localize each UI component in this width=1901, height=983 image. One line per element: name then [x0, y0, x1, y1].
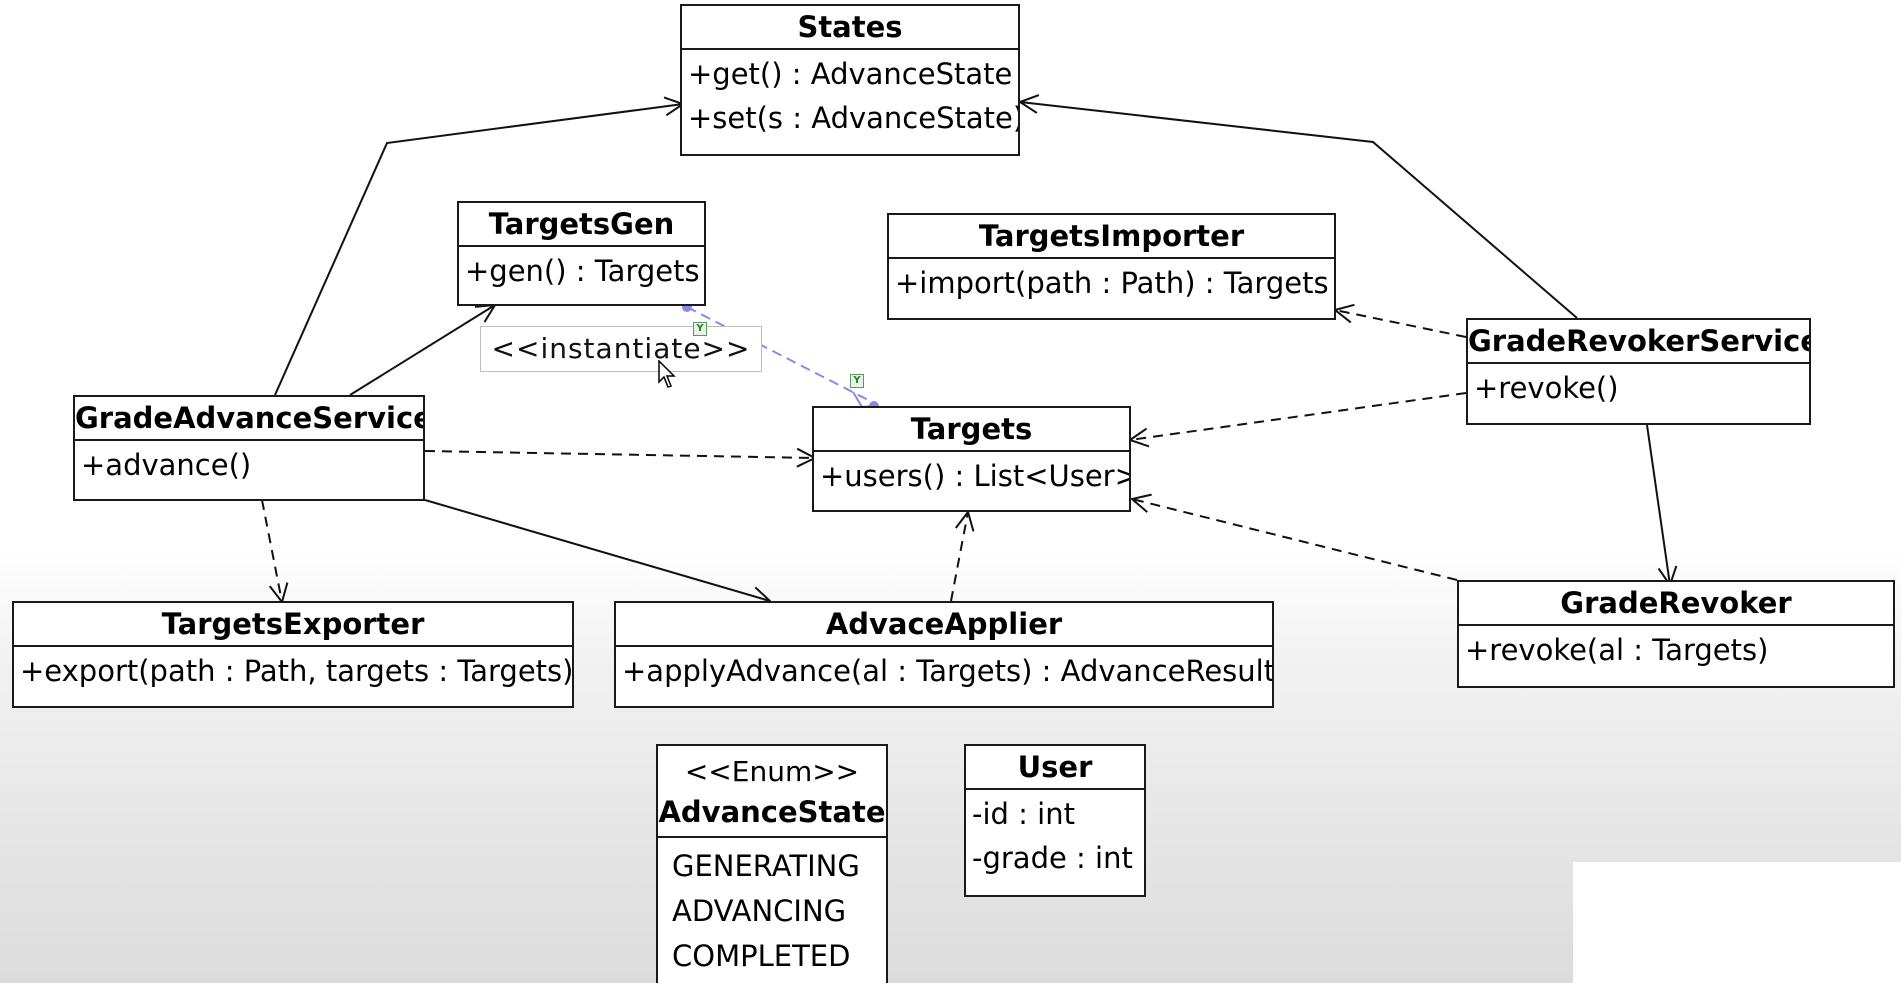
link-handle-icon[interactable]: Y	[850, 374, 864, 388]
edge-revokerservice-to-targets	[1130, 392, 1467, 440]
class-operations: +get() : AdvanceState +set(s : AdvanceSt…	[682, 50, 1018, 142]
class-name: TargetsExporter	[14, 603, 572, 647]
class-name: GradeRevoker	[1459, 582, 1893, 626]
class-targets-gen[interactable]: TargetsGen +gen() : Targets	[457, 201, 706, 306]
class-targets-exporter[interactable]: TargetsExporter +export(path : Path, tar…	[12, 601, 574, 708]
class-name: GradeAdvanceService	[75, 397, 423, 441]
link-handle-icon[interactable]: Y	[693, 322, 707, 336]
class-name: TargetsImporter	[889, 215, 1334, 259]
class-operations: +applyAdvance(al : Targets) : AdvanceRes…	[616, 647, 1272, 695]
class-grade-advance-service[interactable]: GradeAdvanceService +advance()	[73, 395, 425, 501]
attribute: -id : int	[972, 797, 1075, 831]
enum-literal: COMPLETED	[672, 939, 851, 973]
edge-revokerservice-to-importer	[1335, 310, 1467, 338]
class-name: States	[682, 6, 1018, 50]
class-user[interactable]: User -id : int -grade : int	[964, 744, 1146, 897]
edge-graderevokerservice-to-states	[1020, 102, 1578, 319]
enum-name: AdvanceState	[658, 792, 886, 838]
edge-revokerservice-to-graderevoker	[1646, 424, 1670, 585]
class-name: User	[966, 746, 1144, 790]
operation: +import(path : Path) : Targets	[895, 266, 1329, 300]
edge-applier-to-targets	[950, 512, 968, 602]
class-operations: +advance()	[75, 441, 423, 489]
class-states[interactable]: States +get() : AdvanceState +set(s : Ad…	[680, 4, 1020, 156]
edge-graderevoker-to-targets	[1132, 499, 1458, 581]
class-operations: +revoke()	[1468, 364, 1809, 412]
class-targets-importer[interactable]: TargetsImporter +import(path : Path) : T…	[887, 213, 1336, 320]
class-advace-applier[interactable]: AdvaceApplier +applyAdvance(al : Targets…	[614, 601, 1274, 708]
operation: +users() : List<User>	[820, 459, 1131, 493]
edge-instantiate-selected	[686, 306, 875, 404]
class-name: Targets	[814, 408, 1129, 452]
class-name: GradeRevokerService	[1468, 320, 1809, 364]
overlay-panel	[1573, 862, 1901, 983]
class-operations: +users() : List<User>	[814, 452, 1129, 500]
operation: +revoke()	[1474, 371, 1619, 405]
operation: +gen() : Targets	[465, 254, 700, 288]
attribute: -grade : int	[972, 841, 1133, 875]
edge-gradeadvance-to-exporter	[261, 499, 282, 602]
instantiate-label[interactable]: <<instantiate>>	[480, 326, 762, 372]
class-name: AdvaceApplier	[616, 603, 1272, 647]
class-attributes: -id : int -grade : int	[966, 790, 1144, 882]
enum-literals: GENERATING ADVANCING COMPLETED	[658, 838, 886, 983]
enum-stereotype: <<Enum>>	[684, 755, 860, 788]
class-grade-revoker-service[interactable]: GradeRevokerService +revoke()	[1466, 318, 1811, 425]
operation: +applyAdvance(al : Targets) : AdvanceRes…	[622, 654, 1274, 688]
class-operations: +export(path : Path, targets : Targets)	[14, 647, 572, 695]
class-name: TargetsGen	[459, 203, 704, 247]
edge-gradeadvance-to-targetsgen	[349, 305, 495, 396]
class-grade-revoker[interactable]: GradeRevoker +revoke(al : Targets)	[1457, 580, 1895, 688]
operation: +revoke(al : Targets)	[1465, 633, 1769, 667]
class-operations: +revoke(al : Targets)	[1459, 626, 1893, 674]
edge-gradeadvance-to-states	[274, 104, 683, 396]
edge-gradeadvance-to-applier	[424, 499, 770, 601]
enum-literal: ADVANCING	[672, 894, 847, 928]
class-operations: +import(path : Path) : Targets	[889, 259, 1334, 307]
enum-literal: GENERATING	[672, 849, 860, 883]
class-operations: +gen() : Targets	[459, 247, 704, 295]
operation: +advance()	[81, 448, 252, 482]
operation: +export(path : Path, targets : Targets)	[20, 654, 574, 688]
mouse-pointer-icon	[658, 360, 676, 388]
enum-advance-state[interactable]: <<Enum>> AdvanceState GENERATING ADVANCI…	[656, 744, 888, 983]
class-targets[interactable]: Targets +users() : List<User>	[812, 406, 1131, 512]
operation: +get() : AdvanceState	[688, 57, 1013, 91]
operation: +set(s : AdvanceState)	[688, 101, 1020, 135]
edge-gradeadvance-to-targets	[424, 451, 815, 458]
